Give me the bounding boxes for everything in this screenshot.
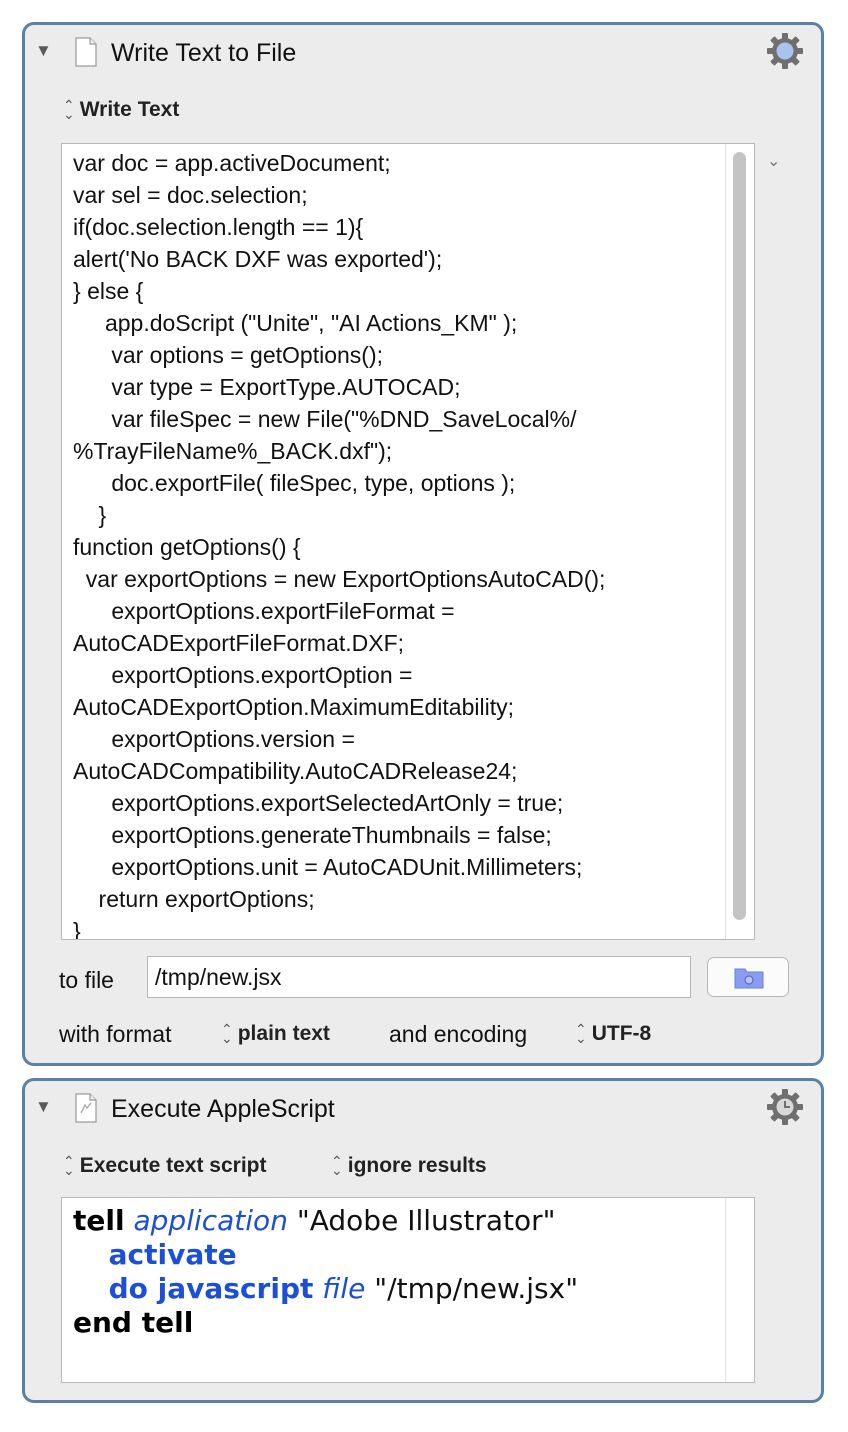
execute-applescript-action: ▼ Execute AppleScript ⌃⌄Execute text scr… [22,1078,824,1403]
script-source-value: Execute text script [79,1154,267,1177]
application-keyword: application [133,1204,288,1237]
updown-arrows-icon: ⌃⌄ [331,1153,343,1179]
format-selector[interactable]: ⌃⌄plain text [221,1022,330,1046]
do-javascript-command: do javascript [108,1272,314,1305]
write-text-to-file-action: ▼ Write Text to File ⌃⌄Write Text var do… [22,22,824,1066]
write-mode-selector[interactable]: ⌃⌄Write Text [63,98,179,122]
code-text: var doc = app.activeDocument; var sel = … [73,150,606,940]
script-document-icon [75,1093,97,1123]
updown-arrows-icon: ⌃⌄ [575,1021,587,1047]
end-tell-keyword: end tell [73,1306,194,1339]
to-file-label: to file [59,967,114,993]
editor-gutter-divider [725,144,726,939]
updown-arrows-icon: ⌃⌄ [63,1153,75,1179]
folder-icon [734,968,764,989]
and-encoding-label: and encoding [389,1021,528,1047]
file-keyword: file [322,1272,366,1305]
gear-clock-icon[interactable] [765,1087,805,1127]
applescript-editor[interactable]: tell application "Adobe Illustrator" act… [61,1197,755,1383]
encoding-selector[interactable]: ⌃⌄UTF-8 [575,1022,651,1046]
editor-gutter-divider [725,1198,726,1382]
chevron-down-icon[interactable]: ⌄ [767,153,781,170]
applescript-text: tell application "Adobe Illustrator" act… [62,1198,754,1340]
text-editor[interactable]: var doc = app.activeDocument; var sel = … [61,143,755,940]
action-title[interactable]: Execute AppleScript [111,1095,335,1123]
tell-keyword: tell [73,1204,125,1237]
action-title[interactable]: Write Text to File [111,39,297,67]
results-value: ignore results [347,1154,487,1177]
write-mode-value: Write Text [79,98,180,121]
text-document-icon [75,37,97,67]
collapse-triangle-icon[interactable]: ▼ [35,1097,52,1116]
updown-arrows-icon: ⌃⌄ [221,1021,233,1047]
encoding-value: UTF-8 [591,1022,652,1045]
with-format-label: with format [59,1021,172,1047]
app-name-string: "Adobe Illustrator" [296,1204,556,1237]
gear-icon[interactable] [765,31,805,71]
file-path-input[interactable]: /tmp/new.jsx [147,956,691,998]
collapse-triangle-icon[interactable]: ▼ [35,41,52,60]
format-value: plain text [237,1022,330,1045]
script-source-selector[interactable]: ⌃⌄Execute text script [63,1154,266,1178]
results-selector[interactable]: ⌃⌄ignore results [331,1154,487,1178]
updown-arrows-icon: ⌃⌄ [63,97,75,123]
vertical-scrollbar[interactable] [733,152,746,920]
activate-command: activate [108,1238,237,1271]
choose-folder-button[interactable] [707,957,789,997]
file-path-string: "/tmp/new.jsx" [374,1272,579,1305]
